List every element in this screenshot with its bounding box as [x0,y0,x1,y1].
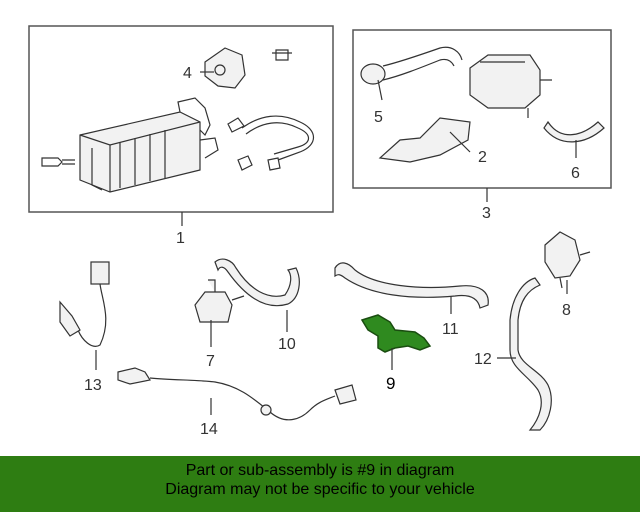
callout-11: 11 [442,321,459,338]
group-box-3 [352,29,612,189]
callout-12: 12 [474,351,492,368]
sensor-part-13 [59,261,110,347]
group-box-1 [28,25,334,213]
callout-8: 8 [562,302,571,319]
hose-part-10 [214,258,300,307]
footer-line-1: Part or sub-assembly is #9 in diagram [185,462,455,479]
leader-lines [95,71,577,415]
canister-part [41,97,219,193]
hose-part-6 [543,120,605,143]
hose-part-11 [334,262,489,309]
footer-banner [0,456,640,512]
callout-3: 3 [482,205,491,222]
footer-line-2: Diagram may not be specific to your vehi… [165,481,475,498]
callout-4: 4 [183,65,192,82]
callout-13: 13 [84,377,102,394]
callout-7: 7 [206,353,215,370]
callout-14: 14 [200,421,218,438]
sensor-part-14 [117,367,357,421]
hose-part-5 [360,46,463,85]
callout-9: 9 [386,374,395,393]
callout-1: 1 [176,230,185,247]
callout-10: 10 [278,336,296,353]
vsv-part-7 [194,279,245,323]
parts-diagram: 1 2 3 4 5 6 7 8 9 10 11 12 13 14 [28,25,612,438]
callout-6: 6 [571,165,580,182]
bracket-part-9-highlight [360,314,432,353]
hose-part-12 [509,277,552,431]
bracket-part-2 [378,117,471,163]
callout-2: 2 [478,149,487,166]
callout-5: 5 [374,109,383,126]
canister-hose [227,115,315,171]
vsv-part-8 [544,231,591,289]
vsv-part [204,47,292,89]
vapor-tank [469,54,552,118]
